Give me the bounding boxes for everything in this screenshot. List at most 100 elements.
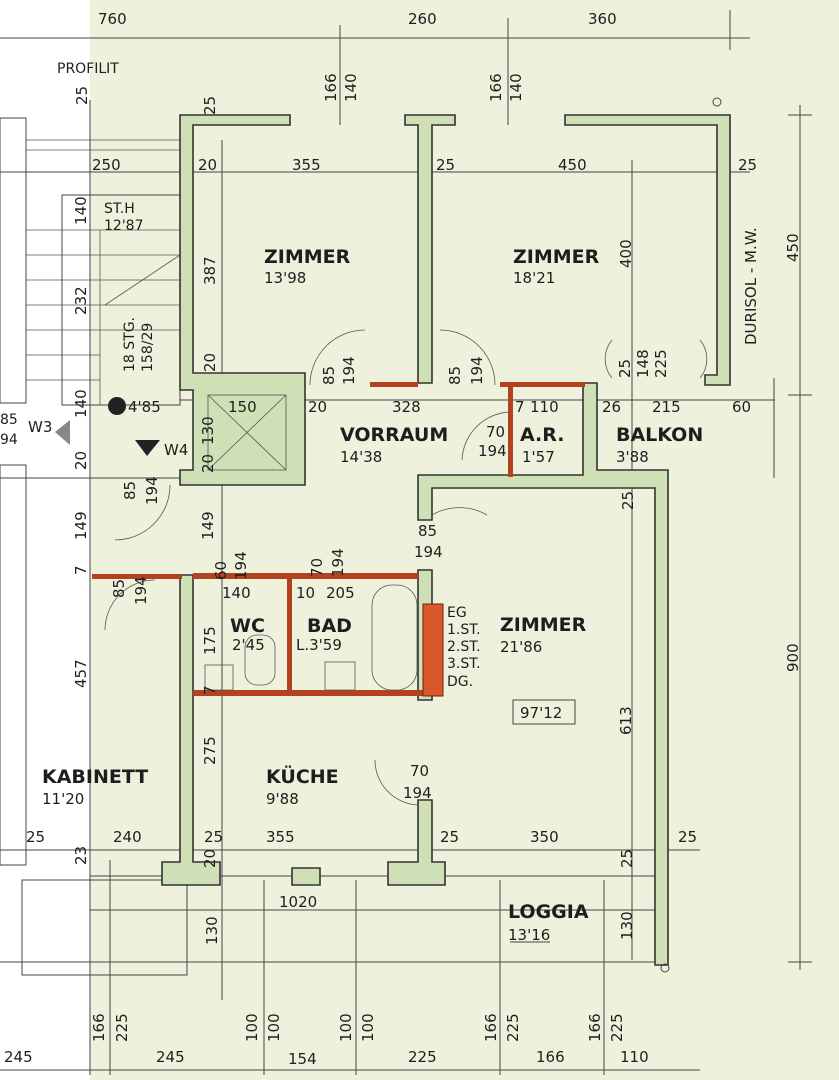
dimension-label: 25 [440, 828, 459, 846]
dimension-label: 360 [588, 10, 617, 28]
dimension-label: 10 [296, 584, 315, 602]
dimension-label: 3.ST. [447, 656, 481, 672]
room-wc: WC2'45 [230, 615, 265, 654]
dimension-label: 2.ST. [447, 639, 481, 655]
dimension-label: 328 [392, 398, 421, 416]
dimension-label: 148 [634, 349, 652, 378]
dimension-label: 85 [418, 522, 437, 540]
dimension-label: 900 [784, 643, 802, 672]
dimension-label: 150 [228, 398, 257, 416]
dimension-label: A.R. [520, 424, 564, 446]
dimension-label: 25 [616, 359, 634, 378]
dimension-label: 194 [478, 442, 507, 460]
dimension-label: 225 [608, 1013, 626, 1042]
dimension-label: 166 [322, 73, 340, 102]
dimension-label: 20 [201, 353, 219, 372]
dimension-label: 2'45 [232, 636, 265, 654]
dimension-label: 85 [446, 366, 464, 385]
dimension-label: 130 [199, 416, 217, 445]
dimension-label: 140 [342, 73, 360, 102]
dimension-label: 25 [204, 828, 223, 846]
dimension-label: 194 [232, 551, 250, 580]
dimension-label: 18 STG. [122, 317, 138, 372]
dimension-label: 13'16 [508, 926, 550, 944]
dimension-label: 20 [198, 156, 217, 174]
dimension-label: 387 [201, 256, 219, 285]
dimension-label: 149 [72, 511, 90, 540]
room-loggia: LOGGIA 13'16 [508, 901, 589, 944]
corner-marker [660, 963, 670, 973]
dimension-label: 400 [617, 239, 635, 268]
dimension-label: 760 [98, 10, 127, 28]
dimension-label: 245 [4, 1048, 33, 1066]
dimension-label: 25 [619, 491, 637, 510]
dimension-label: 26 [602, 398, 621, 416]
dimension-label: 25 [618, 849, 636, 868]
dimension-label: 194 [414, 543, 443, 561]
dimension-label: 7 [515, 398, 525, 416]
dimension-label: 140 [507, 73, 525, 102]
dimension-label: 245 [156, 1048, 185, 1066]
dimension-label: 1'57 [522, 448, 555, 466]
dimension-label: 158/29 [140, 323, 156, 372]
dimension-label: BALKON [616, 424, 703, 446]
dimension-label: 1.ST. [447, 622, 481, 638]
dimension-label: WC [230, 615, 265, 637]
dimension-label: 194 [143, 476, 161, 505]
bath-row-dimensions: 140 10 205 [222, 584, 355, 602]
w4-marker-icon [135, 440, 160, 456]
dimension-label: ST.H [104, 201, 135, 217]
vertical-dimensions: 25 25 140 387 400 450 232 20 85 194 85 1… [72, 86, 802, 945]
dimension-label: 25 [436, 156, 455, 174]
dimension-label: 3'88 [616, 448, 649, 466]
dimension-label: 100 [359, 1013, 377, 1042]
dimension-label: 110 [530, 398, 559, 416]
dimension-label: 457 [72, 659, 90, 688]
dimension-label: 18'21 [513, 269, 555, 287]
dimension-label: 130 [618, 911, 636, 940]
kitchen-door-height: 194 [403, 784, 432, 802]
dimension-label: 25 [738, 156, 757, 174]
dimension-label: 70 [308, 558, 326, 577]
dimension-label: 12'87 [104, 218, 143, 234]
dimension-label: 194 [132, 576, 150, 605]
dimension-label: DG. [447, 674, 473, 690]
wall-note: DURISOL - M.W. [742, 227, 760, 345]
dimension-label: 21'86 [500, 638, 542, 656]
dimension-label: 25 [678, 828, 697, 846]
dimension-label: 250 [92, 156, 121, 174]
dimension-label: 232 [72, 286, 90, 315]
dimension-label: 25 [73, 86, 91, 105]
dimension-label: LOGGIA [508, 901, 589, 923]
dimension-label: 1020 [279, 893, 317, 911]
dimension-label: 9'88 [266, 790, 299, 808]
dimension-label: BAD [307, 615, 352, 637]
dimension-label: 194 [468, 356, 486, 385]
dimension-label: 140 [222, 584, 251, 602]
dimension-label: L.3'59 [296, 636, 342, 654]
dimension-label: KÜCHE [266, 764, 339, 788]
chimney-block [422, 603, 444, 697]
dimension-label: 11'20 [42, 790, 84, 808]
level-marker-icon [108, 397, 126, 415]
dimension-label: 20 [72, 451, 90, 470]
corner-marker [712, 97, 722, 107]
dimension-label: VORRAUM [340, 424, 448, 446]
dimension-label: 450 [784, 233, 802, 262]
dimension-label: 355 [266, 828, 295, 846]
paper-background [90, 0, 839, 1080]
room-kueche: KÜCHE 9'88 [266, 764, 339, 808]
dimension-label: 275 [201, 736, 219, 765]
dimension-label: 154 [288, 1050, 317, 1068]
room-balkon: BALKON 3'88 [616, 424, 703, 466]
bottom-window-dimensions: 166 225 100 100 100 100 166 225 166 225 [90, 1013, 626, 1042]
dimension-label: EG [447, 605, 467, 621]
dimension-label: 7 [201, 685, 219, 695]
dimension-label: 166 [487, 73, 505, 102]
new-walls [92, 382, 585, 697]
dimension-label: 215 [652, 398, 681, 416]
